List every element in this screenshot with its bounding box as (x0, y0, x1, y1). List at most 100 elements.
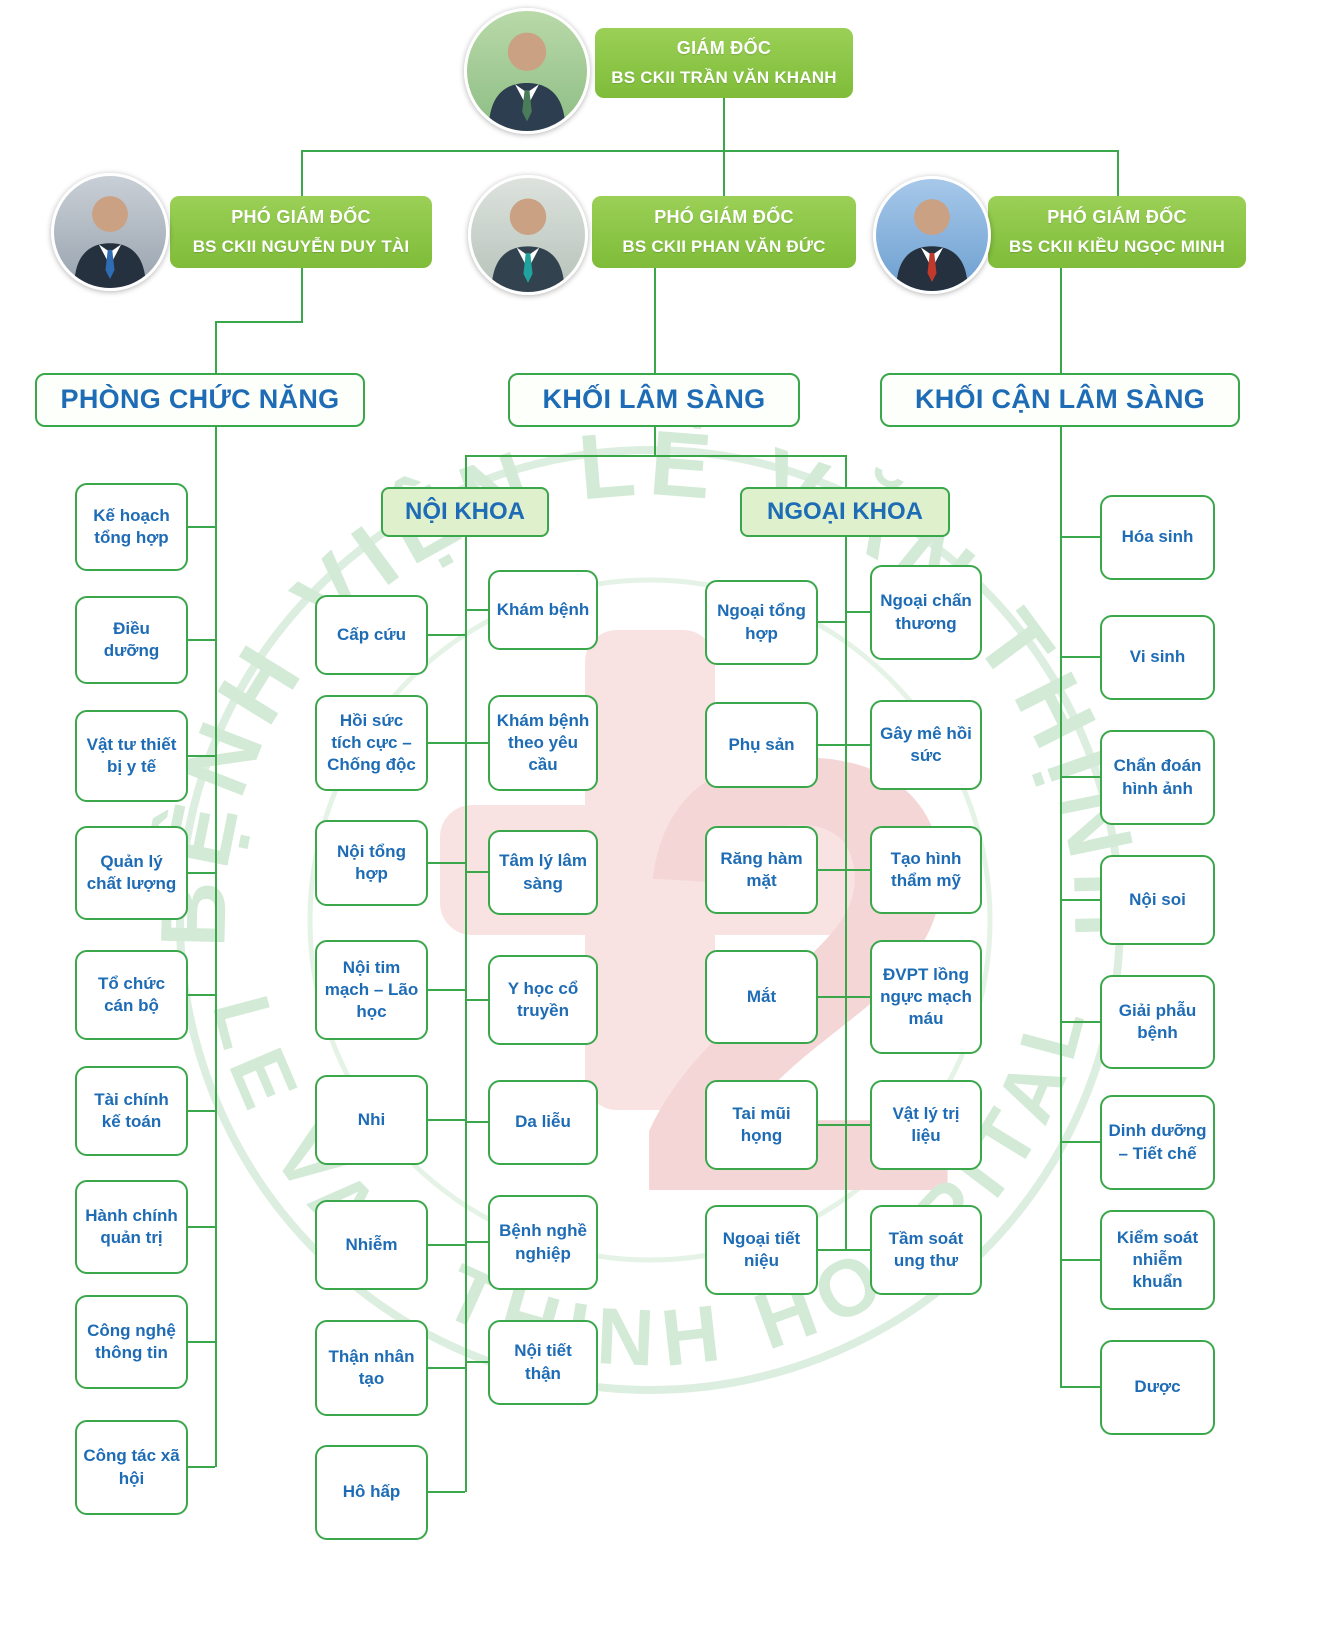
person-icon (74, 196, 146, 288)
deputy3-label: PHÓ GIÁM ĐỐC BS CKII KIỀU NGỌC MINH (988, 196, 1246, 268)
connector-line (428, 989, 465, 991)
connector-line (818, 996, 845, 998)
dept-box: Giải phẫu bệnh (1100, 975, 1215, 1069)
connector-line (465, 609, 488, 611)
dept-label: Ngoại chấn thương (880, 591, 972, 633)
dept-box: Hành chính quản trị (75, 1180, 188, 1274)
dept-box: Nội tiết thận (488, 1320, 598, 1405)
connector-line (428, 742, 465, 744)
dept-label: Hô hấp (342, 1482, 401, 1502)
dept-label: Tạo hình thẩm mỹ (890, 848, 962, 890)
connector-line (428, 1491, 465, 1493)
dept-box: ĐVPT lồng ngực mạch máu (870, 940, 982, 1054)
connector-line (845, 455, 847, 487)
dept-box: Vi sinh (1100, 615, 1215, 700)
svg-text:BỆNH VIỆN LÊ VĂN THỊNH: BỆNH VIỆN LÊ VĂN THỊNH (142, 410, 1158, 949)
deputy3-name: BS CKII KIỀU NGỌC MINH (1009, 237, 1225, 256)
dept-box: Răng hàm mặt (705, 826, 818, 914)
connector-line (188, 1466, 215, 1468)
dept-box: Khám bệnh (488, 570, 598, 650)
deputy3-photo (873, 176, 991, 294)
dept-box: Dinh dưỡng – Tiết chế (1100, 1095, 1215, 1190)
connector-line (654, 268, 656, 373)
connector-line (1060, 427, 1062, 1387)
connector-line (1060, 776, 1100, 778)
deputy1-photo (51, 173, 169, 291)
connector-line (188, 872, 215, 874)
dept-label: Nội tiết thận (514, 1341, 572, 1383)
connector-line (845, 744, 870, 746)
dept-label: Kế hoạch tổng hợp (93, 505, 170, 547)
dept-label: Vi sinh (1129, 647, 1186, 667)
section-paraclinical-header: KHỐI CẬN LÂM SÀNG (880, 373, 1240, 427)
connector-line (215, 427, 217, 1467)
connector-line (818, 869, 845, 871)
connector-line (465, 999, 488, 1001)
connector-line (845, 869, 870, 871)
dept-label: Bệnh nghề nghiệp (499, 1221, 587, 1263)
dept-label: Hồi sức tích cực – Chống độc (327, 710, 416, 775)
dept-box: Cấp cứu (315, 595, 428, 675)
director-label: GIÁM ĐỐC BS CKII TRẦN VĂN KHANH (595, 28, 853, 98)
connector-line (428, 634, 465, 636)
dept-label: Nội tim mạch – Lão học (324, 957, 419, 1022)
dept-label: Hành chính quản trị (85, 1205, 178, 1247)
dept-label: Răng hàm mặt (720, 848, 803, 890)
watermark-top-text: BỆNH VIỆN LÊ VĂN THỊNH (142, 410, 1148, 949)
dept-label: Nhiễm (345, 1234, 398, 1254)
dept-label: Quản lý chất lượng (86, 851, 177, 893)
person-icon (488, 32, 566, 131)
connector-line (1060, 536, 1100, 538)
connector-line (215, 321, 303, 323)
dept-label: Nội tổng hợp (337, 841, 406, 883)
dept-label: Vật lý trị liệu (892, 1103, 960, 1145)
dept-label: Gây mê hồi sức (880, 723, 972, 765)
dept-label: Dinh dưỡng – Tiết chế (1108, 1121, 1207, 1163)
dept-box: Ngoại tổng hợp (705, 580, 818, 665)
section-title: KHỐI CẬN LÂM SÀNG (914, 384, 1206, 415)
dept-label: Khám bệnh theo yêu cầu (496, 710, 590, 775)
dept-label: Tai mũi họng (732, 1103, 791, 1145)
dept-box: Hóa sinh (1100, 495, 1215, 580)
connector-line (845, 996, 870, 998)
connector-line (428, 1367, 465, 1369)
connector-line (428, 862, 465, 864)
dept-label: Phụ sản (728, 734, 795, 754)
dept-box: Thận nhân tạo (315, 1320, 428, 1416)
dept-label: Tầm soát ung thư (888, 1228, 964, 1270)
connector-line (845, 1124, 870, 1126)
connector-line (465, 1241, 488, 1243)
connector-line (845, 537, 847, 1250)
deputy1-label: PHÓ GIÁM ĐỐC BS CKII NGUYỄN DUY TÀI (170, 196, 432, 268)
dept-box: Nội tim mạch – Lão học (315, 940, 428, 1040)
dept-box: Tầm soát ung thư (870, 1205, 982, 1295)
connector-line (465, 455, 467, 487)
connector-line (818, 1249, 845, 1251)
connector-line (188, 526, 215, 528)
connector-line (428, 1244, 465, 1246)
connector-line (1117, 150, 1119, 196)
connector-line (188, 639, 215, 641)
connector-line (465, 871, 488, 873)
dept-box: Tai mũi họng (705, 1080, 818, 1170)
connector-line (1060, 1021, 1100, 1023)
dept-label: Dược (1134, 1377, 1181, 1397)
dept-label: Y học cổ truyền (507, 978, 579, 1020)
dept-box: Tâm lý lâm sàng (488, 830, 598, 915)
dept-box: Da liễu (488, 1080, 598, 1165)
connector-line (1060, 656, 1100, 658)
deputy2-label: PHÓ GIÁM ĐỐC BS CKII PHAN VĂN ĐỨC (592, 196, 856, 268)
dept-label: Điều dưỡng (103, 618, 160, 660)
dept-box: Phụ sản (705, 702, 818, 788)
connector-line (845, 1249, 870, 1251)
dept-label: Thận nhân tạo (328, 1346, 415, 1388)
dept-box: Ngoại tiết niệu (705, 1205, 818, 1295)
section-functional-header: PHÒNG CHỨC NĂNG (35, 373, 365, 427)
dept-box: Ngoại chấn thương (870, 565, 982, 660)
connector-line (818, 621, 845, 623)
dept-box: Hô hấp (315, 1445, 428, 1540)
connector-line (654, 427, 656, 455)
connector-line (428, 1119, 465, 1121)
dept-label: Ngoại tổng hợp (717, 601, 806, 643)
